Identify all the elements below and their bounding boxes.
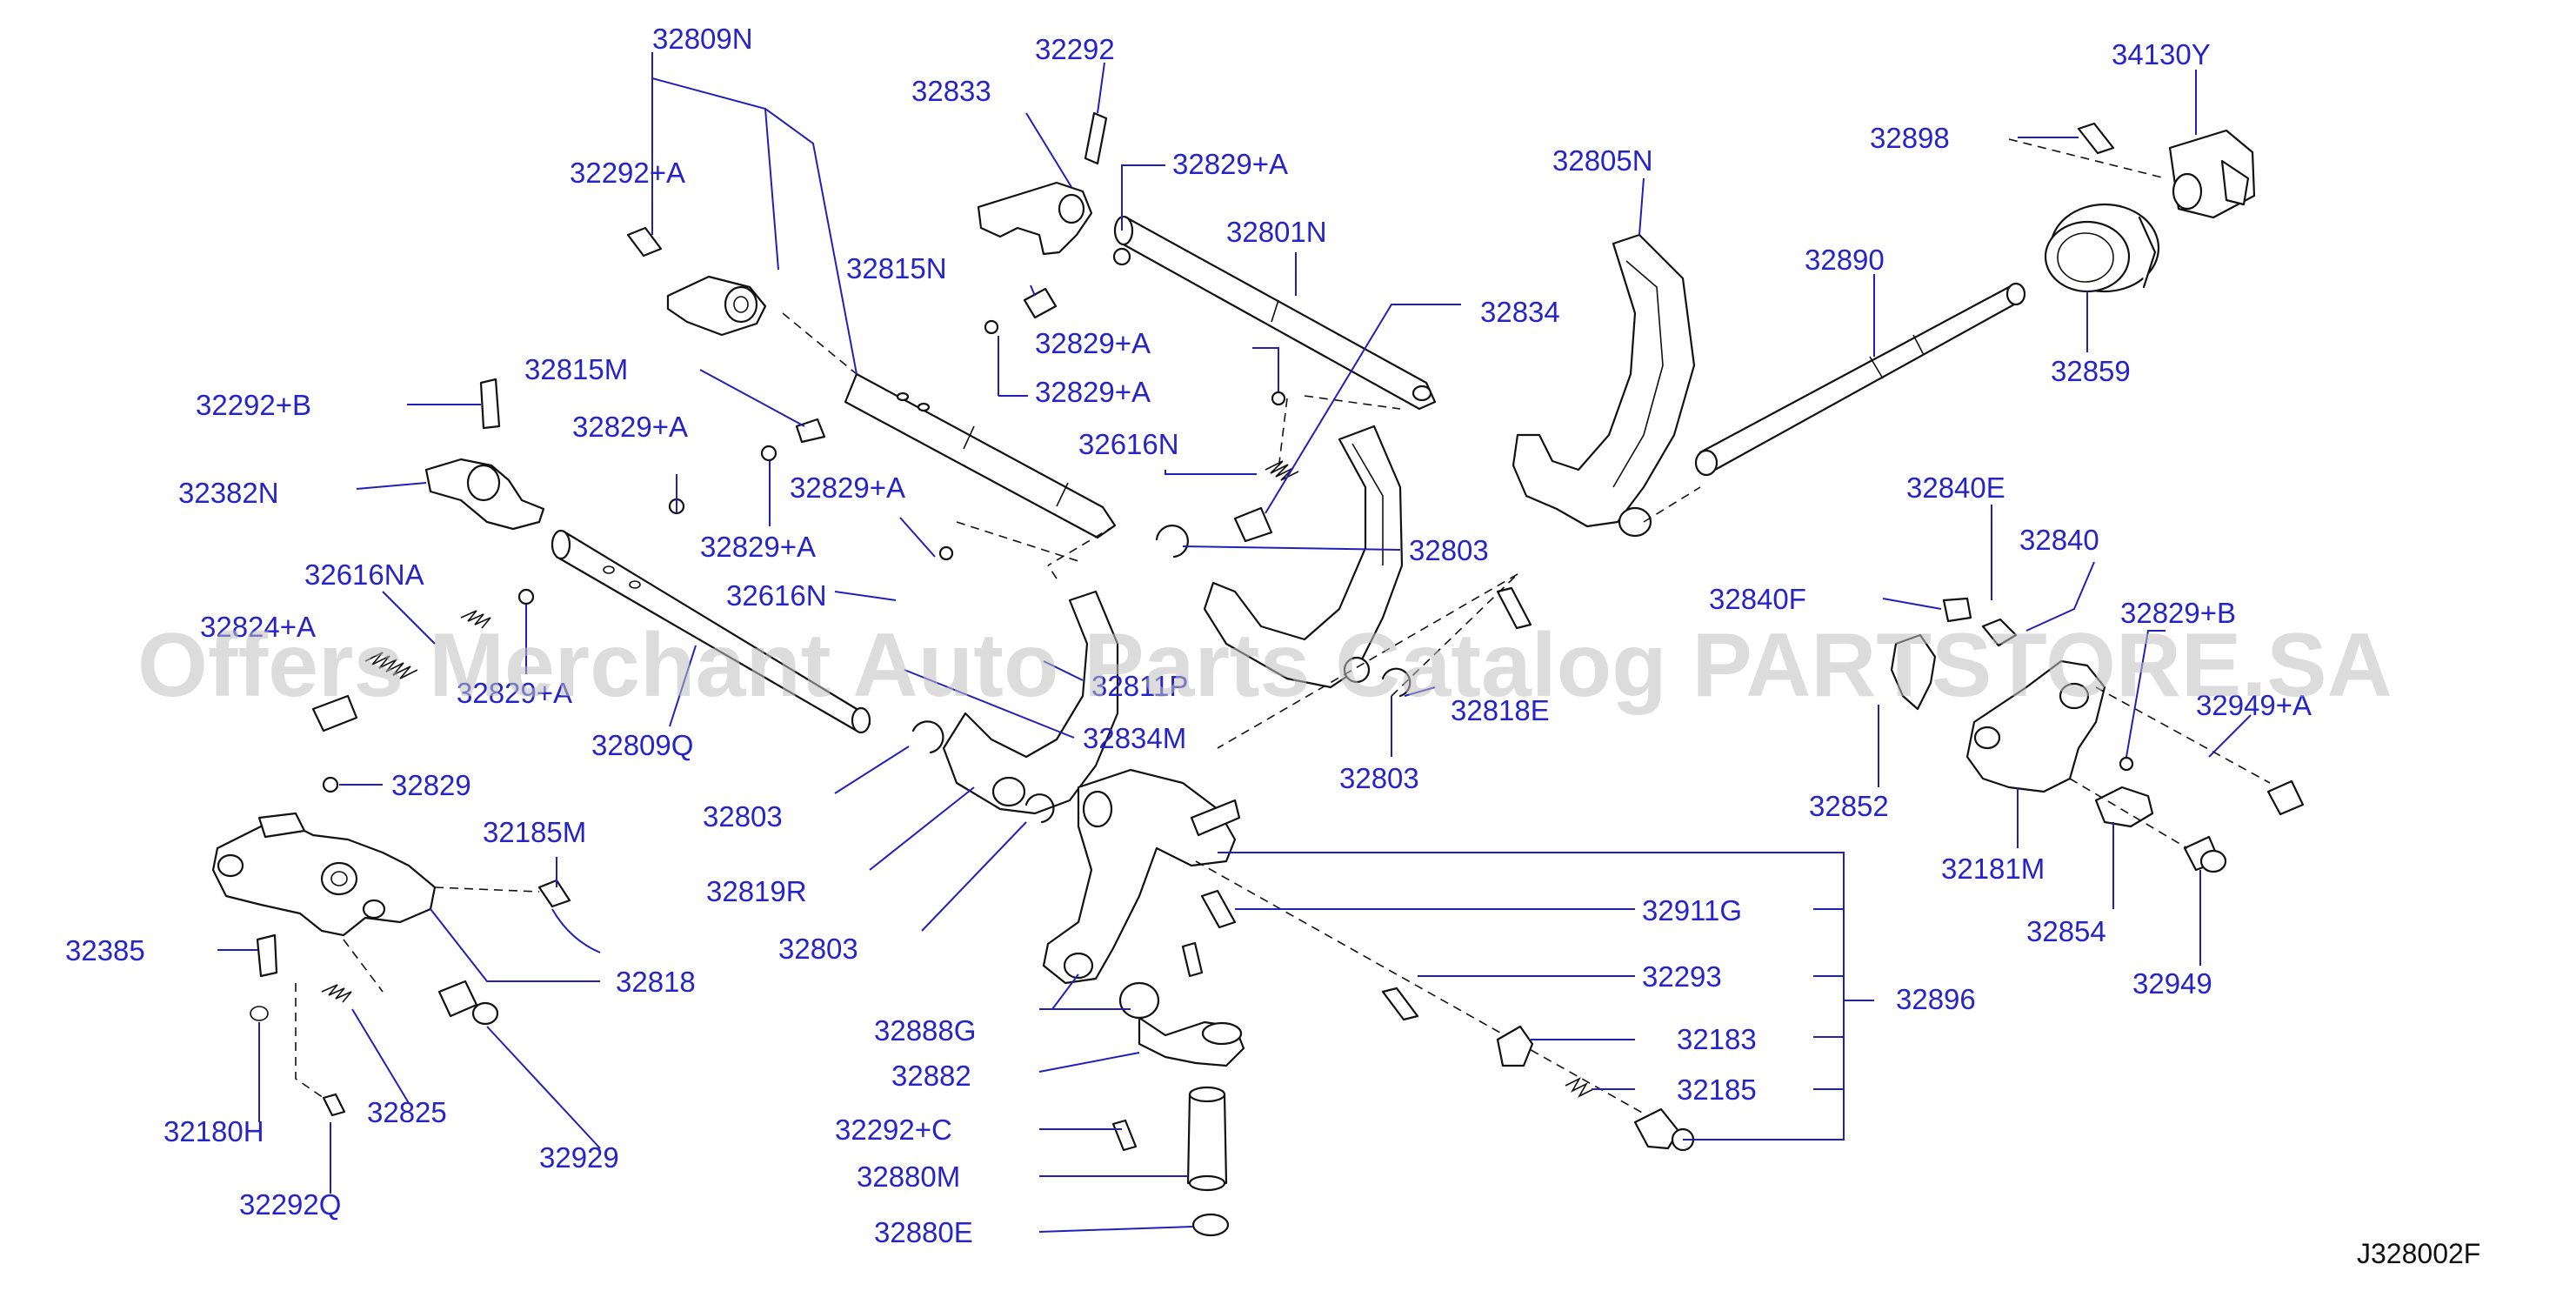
label-32882[interactable]: 32882: [891, 1060, 971, 1092]
label-32805n[interactable]: 32805N: [1552, 144, 1653, 177]
leader-lines: [217, 52, 2252, 1233]
spring-32616na: [311, 610, 491, 732]
label-32385[interactable]: 32385: [65, 934, 145, 967]
label-32818e[interactable]: 32818E: [1451, 694, 1550, 726]
label-32824a[interactable]: 32824+A: [200, 611, 316, 643]
label-32829a-5[interactable]: 32829+A: [790, 472, 905, 504]
label-32896[interactable]: 32896: [1896, 983, 1976, 1015]
shaft-32809q: [551, 529, 871, 734]
label-32825[interactable]: 32825: [367, 1096, 447, 1128]
label-32185[interactable]: 32185: [1677, 1074, 1757, 1106]
label-32829a-2[interactable]: 32829+A: [1035, 327, 1151, 359]
label-32292q[interactable]: 32292Q: [239, 1188, 341, 1221]
label-32815n[interactable]: 32815N: [846, 252, 947, 284]
assembly-32818: [211, 812, 571, 1117]
label-32949a[interactable]: 32949+A: [2196, 689, 2312, 721]
label-32833[interactable]: 32833: [911, 75, 991, 107]
bracket-32809n: [626, 226, 767, 337]
label-32911g[interactable]: 32911G: [1642, 894, 1742, 926]
block-34130y: [2077, 122, 2256, 219]
label-32801n[interactable]: 32801N: [1226, 216, 1327, 248]
shaft-32809n: [782, 312, 1117, 566]
diagram-code: J328002F: [2357, 1238, 2480, 1269]
label-32929[interactable]: 32929: [539, 1141, 619, 1174]
label-32890[interactable]: 32890: [1805, 244, 1885, 276]
label-32854[interactable]: 32854: [2026, 915, 2106, 947]
label-32809q[interactable]: 32809Q: [591, 729, 693, 761]
label-32829b[interactable]: 32829+B: [2120, 597, 2236, 629]
part-labels: 32809N 32292 34130Y 32833 32292+A 32829+…: [65, 23, 2312, 1248]
pin-32818e: [1217, 573, 1532, 749]
part-drawings: [211, 111, 2305, 1237]
label-32803-1[interactable]: 32803: [1409, 534, 1489, 566]
bearing-32859: [2044, 203, 2160, 293]
label-32888g[interactable]: 32888G: [874, 1014, 976, 1047]
label-32185m[interactable]: 32185M: [483, 816, 586, 848]
label-32803-2[interactable]: 32803: [1339, 762, 1419, 794]
label-32840f[interactable]: 32840F: [1709, 583, 1806, 615]
shaft-32890: [1643, 282, 2026, 523]
label-32815m[interactable]: 32815M: [524, 353, 628, 385]
label-32898[interactable]: 32898: [1870, 122, 1950, 154]
label-32852[interactable]: 32852: [1809, 790, 1889, 822]
shaft-32880m: [1111, 1086, 1230, 1237]
label-32382n[interactable]: 32382N: [178, 477, 279, 509]
pins-32911g: [1181, 889, 1419, 1021]
label-32616n-2[interactable]: 32616N: [726, 579, 827, 612]
construction-lines: [956, 138, 2166, 697]
label-32180h[interactable]: 32180H: [164, 1115, 264, 1147]
lever-32896: [1042, 768, 1645, 1114]
label-32819r[interactable]: 32819R: [706, 875, 807, 907]
label-32829a-7[interactable]: 32829+A: [457, 677, 572, 709]
label-32292c[interactable]: 32292+C: [835, 1114, 952, 1146]
label-32616n-1[interactable]: 32616N: [1078, 428, 1179, 460]
bracket-32181m: [1890, 597, 2305, 873]
label-32829a-4[interactable]: 32829+A: [572, 411, 688, 443]
label-34130y[interactable]: 34130Y: [2112, 38, 2211, 70]
label-32949[interactable]: 32949: [2132, 967, 2212, 1000]
label-32840e[interactable]: 32840E: [1906, 472, 2005, 504]
label-32829a-1[interactable]: 32829+A: [1172, 148, 1288, 180]
label-32616na[interactable]: 32616NA: [304, 559, 424, 591]
label-32829[interactable]: 32829: [391, 769, 471, 801]
label-32834m[interactable]: 32834M: [1083, 722, 1186, 754]
label-32829a-6[interactable]: 32829+A: [700, 531, 816, 563]
label-32292[interactable]: 32292: [1035, 33, 1115, 65]
label-32840[interactable]: 32840: [2019, 524, 2099, 556]
fork-32805n: [1512, 233, 1696, 538]
label-32292b[interactable]: 32292+B: [196, 389, 311, 421]
watermark: Offers Merchant Auto Parts Catalog PARTS…: [137, 615, 2392, 716]
spring-bolt-32834: [1233, 398, 1299, 543]
fork-32819r: [942, 590, 1119, 815]
label-32181m[interactable]: 32181M: [1941, 853, 2045, 885]
label-32803-4[interactable]: 32803: [778, 933, 858, 965]
label-32183[interactable]: 32183: [1677, 1023, 1757, 1055]
label-32803-3[interactable]: 32803: [703, 800, 783, 833]
label-32880e[interactable]: 32880E: [874, 1216, 973, 1248]
bracket-32833: [977, 111, 1108, 256]
label-32859[interactable]: 32859: [2051, 355, 2131, 387]
circlips-32803: [911, 525, 1411, 824]
label-32292a[interactable]: 32292+A: [570, 157, 685, 189]
label-32880m[interactable]: 32880M: [857, 1161, 960, 1193]
label-32293[interactable]: 32293: [1642, 960, 1722, 993]
label-32811p[interactable]: 32811P: [1091, 670, 1188, 702]
label-32834[interactable]: 32834: [1480, 296, 1560, 328]
label-32818[interactable]: 32818: [616, 966, 696, 998]
bracket-32382n: [424, 378, 545, 531]
label-32829a-3[interactable]: 32829+A: [1035, 376, 1151, 408]
label-32809n[interactable]: 32809N: [652, 23, 753, 55]
